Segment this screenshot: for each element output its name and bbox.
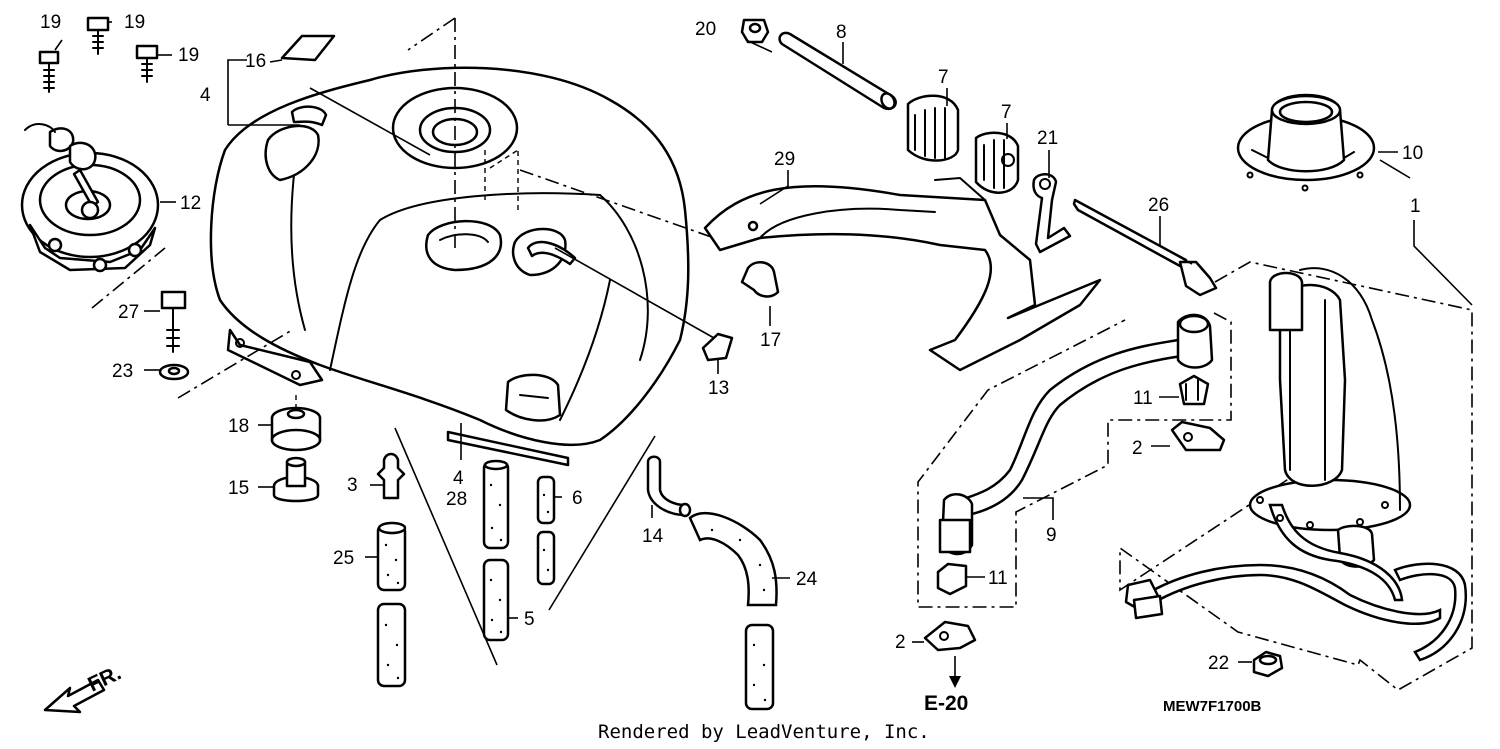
clip-13[interactable]: [701, 332, 734, 362]
callout-13: 13: [708, 378, 729, 399]
section-reference-e20: E-20: [924, 692, 968, 715]
callout-21: 21: [1037, 128, 1058, 149]
filter-7a[interactable]: [906, 94, 960, 162]
hose-texture: [384, 483, 767, 702]
collar-15[interactable]: [272, 456, 320, 503]
callout-27: 27: [118, 302, 139, 323]
fuel-hose-9[interactable]: [938, 313, 1214, 556]
bracket-21[interactable]: [1032, 173, 1072, 254]
callout-28: 28: [446, 489, 467, 510]
callout-12: 12: [180, 193, 201, 214]
tube-25-upper[interactable]: [376, 521, 407, 592]
bolt-19c[interactable]: [135, 44, 159, 83]
callout-10: 10: [1402, 143, 1423, 164]
callout-6: 6: [572, 488, 583, 509]
tank-cover-29[interactable]: [703, 176, 1102, 372]
tube-25-lower[interactable]: [376, 602, 407, 688]
tube-6-lower[interactable]: [536, 530, 556, 586]
bolt-27[interactable]: [160, 290, 187, 353]
callout-7a: 7: [938, 67, 949, 88]
callout-29: 29: [774, 149, 795, 170]
hose-24-upper[interactable]: [688, 511, 778, 607]
callout-1: 1: [1410, 196, 1421, 217]
bolt-19b[interactable]: [86, 16, 110, 55]
hose-24-lower[interactable]: [744, 623, 775, 711]
callout-19a: 19: [40, 12, 61, 33]
callout-17: 17: [760, 330, 781, 351]
nut-20[interactable]: [740, 18, 770, 44]
diagram-code: MEW7F1700B: [1163, 698, 1262, 715]
callout-9: 9: [1046, 525, 1057, 546]
leader-lines: [54, 21, 1473, 663]
tube-8[interactable]: [778, 31, 898, 111]
callout-14: 14: [642, 526, 664, 547]
tube-6-upper[interactable]: [536, 475, 556, 525]
clip-11-upper[interactable]: [1178, 374, 1210, 406]
callout-16: 16: [245, 51, 266, 72]
filter-7b[interactable]: [974, 131, 1020, 194]
tube-5-upper[interactable]: [482, 459, 510, 550]
clip-11-lower[interactable]: [936, 562, 968, 596]
callout-26: 26: [1148, 195, 1169, 216]
callout-3: 3: [347, 475, 358, 496]
callout-18: 18: [228, 416, 249, 437]
callout-4-bracket: 4: [200, 85, 211, 106]
fuel-pump-1[interactable]: [1124, 267, 1468, 662]
callout-24: 24: [796, 569, 818, 590]
render-credit: Rendered by LeadVenture, Inc.: [598, 721, 930, 743]
front-direction-marker: FR.: [43, 661, 125, 714]
set-plate-10[interactable]: [1236, 93, 1376, 192]
bolt-19a[interactable]: [38, 50, 60, 93]
callout-2-lower: 2: [895, 632, 906, 653]
tube-28[interactable]: [446, 430, 570, 467]
callout-2-upper: 2: [1132, 438, 1143, 459]
clip-2-upper[interactable]: [1170, 420, 1226, 452]
washer-23[interactable]: [158, 363, 190, 381]
fuel-filler-cap[interactable]: [20, 123, 160, 273]
callout-19b: 19: [124, 12, 145, 33]
joint-14[interactable]: [646, 455, 692, 518]
clip-2-lower[interactable]: [923, 620, 977, 652]
rubber-mount-18[interactable]: [270, 406, 322, 452]
clip-17[interactable]: [740, 260, 780, 298]
front-arrow-icon: [43, 678, 106, 714]
joint-3[interactable]: [376, 452, 406, 500]
callout-5: 5: [524, 609, 535, 630]
bolt-26[interactable]: [1072, 198, 1218, 297]
callout-19c: 19: [178, 45, 199, 66]
callout-8: 8: [836, 22, 847, 43]
nut-22[interactable]: [1252, 650, 1284, 678]
callout-25: 25: [333, 548, 354, 569]
callout-11-upper: 11: [1133, 388, 1153, 409]
callout-23: 23: [112, 361, 133, 382]
callout-15: 15: [228, 478, 249, 499]
callout-4-tube: 4: [453, 468, 464, 489]
callout-22: 22: [1208, 653, 1229, 674]
rubber-seal-16[interactable]: [280, 34, 336, 62]
callout-20: 20: [695, 19, 716, 40]
tube-5-lower[interactable]: [482, 558, 510, 642]
fuel-tank[interactable]: [209, 66, 690, 446]
callout-7b: 7: [1001, 102, 1012, 123]
callout-11-lower: 11: [988, 568, 1008, 589]
arrow-down-icon: [949, 676, 961, 688]
